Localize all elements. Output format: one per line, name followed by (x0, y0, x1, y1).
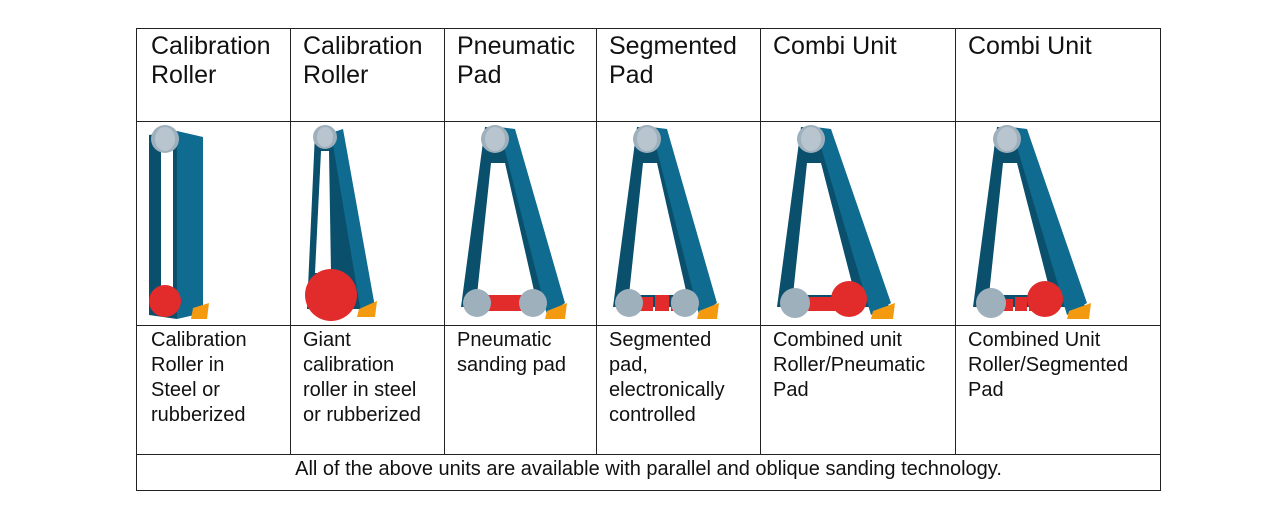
column-title: Combi Unit (773, 32, 897, 60)
sanding-units-table: Calibration Roller Calibration Roller Pn… (136, 28, 1161, 491)
row-divider (137, 454, 1160, 455)
column-description: Giant calibration roller in steel or rub… (303, 329, 421, 426)
combi-unit-segmented-belt-icon (973, 125, 1091, 319)
column-divider (444, 29, 445, 455)
column-divider (290, 29, 291, 455)
pneumatic-pad-belt-icon (461, 125, 567, 319)
column-description: Calibration Roller in Steel or rubberize… (151, 329, 247, 426)
column-title: Calibration Roller (303, 32, 423, 89)
column-divider (955, 29, 956, 455)
column-description: Segmented pad, electronically controlled (609, 329, 725, 426)
column-description: Pneumatic sanding pad (457, 329, 566, 376)
column-divider (760, 29, 761, 455)
availability-note: All of the above units are available wit… (295, 458, 1002, 480)
column-description: Combined Unit Roller/Segmented Pad (968, 329, 1129, 401)
column-divider (596, 29, 597, 455)
row-divider (137, 325, 1160, 326)
row-divider (137, 121, 1160, 122)
column-title: Segmented Pad (609, 32, 737, 89)
combi-unit-pneumatic-belt-icon (777, 125, 895, 319)
column-description: Combined unit Roller/Pneumatic Pad (773, 329, 926, 401)
calibration-roller-belt-icon (149, 125, 209, 319)
giant-calibration-roller-belt-icon (305, 125, 377, 321)
column-title: Calibration Roller (151, 32, 271, 89)
column-title: Pneumatic Pad (457, 32, 576, 89)
segmented-pad-belt-icon (613, 125, 719, 319)
column-title: Combi Unit (968, 32, 1092, 60)
